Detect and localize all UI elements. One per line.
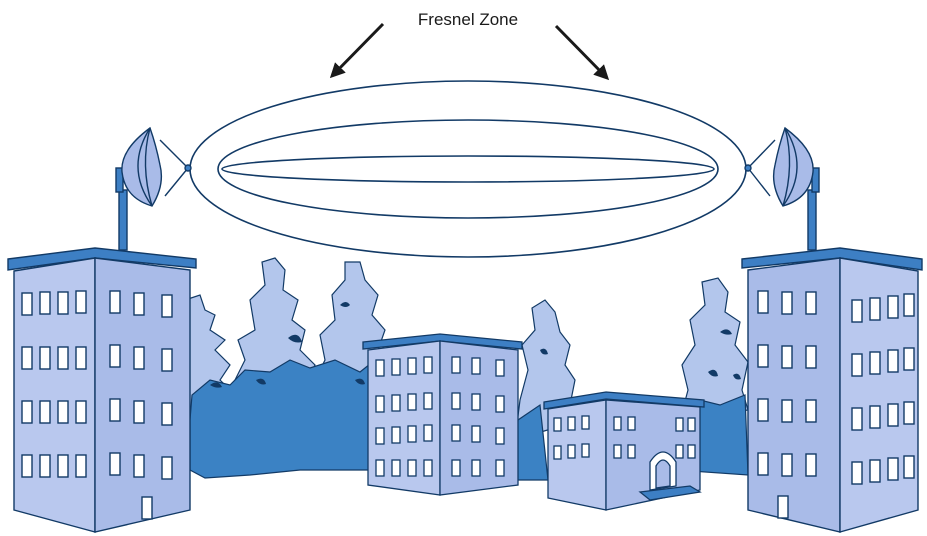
fresnel-inner-ellipse bbox=[222, 156, 714, 182]
small-building bbox=[544, 392, 704, 510]
right-dish-antenna-icon bbox=[745, 128, 819, 250]
fresnel-outer-ellipse bbox=[190, 81, 746, 257]
fresnel-middle-ellipse bbox=[218, 120, 718, 218]
fresnel-zone-label: Fresnel Zone bbox=[418, 10, 518, 29]
fresnel-zone-ellipses bbox=[190, 81, 746, 257]
right-arrow bbox=[556, 26, 607, 78]
left-arrow bbox=[332, 24, 383, 76]
left-dish-antenna-icon bbox=[116, 128, 191, 250]
left-mast bbox=[119, 190, 127, 250]
middle-building bbox=[363, 334, 522, 495]
left-tall-building bbox=[8, 248, 196, 532]
right-mast bbox=[808, 190, 816, 250]
right-tall-building bbox=[742, 248, 922, 532]
